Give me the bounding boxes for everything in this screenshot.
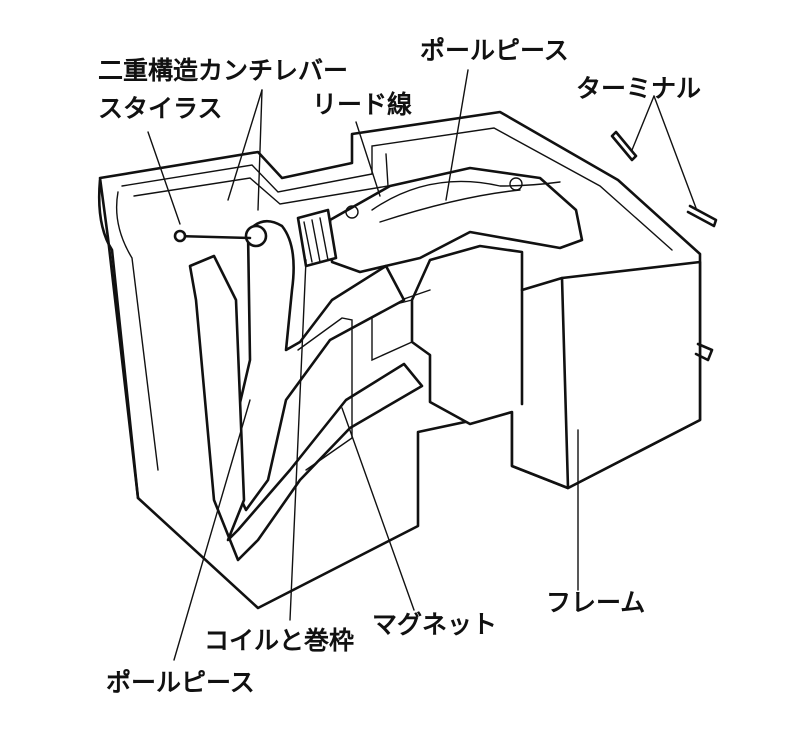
label-coil-bobbin: コイルと巻枠 [204,626,355,655]
label-stylus: スタイラス [98,94,223,123]
label-terminal: ターミナル [576,74,702,103]
frame-right-block [410,244,702,490]
lead-wires [371,180,561,223]
frame-left-wall [97,178,140,500]
stylus-rod [174,234,252,240]
magnet-block [297,317,353,471]
label-double-cantilever: 二重構造カンチレバー [98,56,349,85]
frame-inner-rim [121,127,673,251]
label-magnet: マグネット [372,610,498,639]
frame-rim-edge [133,153,389,205]
coil-bobbin [296,208,338,268]
armature-body [230,219,406,512]
label-frame: フレーム [546,588,646,617]
pole-piece-hole [345,205,359,219]
pole-piece-lower [188,254,424,562]
pole-piece-upper [328,166,584,274]
label-pole-piece-bottom: ポールピース [106,668,255,697]
cantilever-tip [244,224,268,248]
leader-lines [147,69,697,661]
terminal-pins [610,130,718,362]
terminal-socket [509,177,523,191]
label-pole-piece-top: ポールピース [420,36,569,65]
frame-left-wall-inner [115,191,159,471]
label-lead-wire: リード線 [312,90,413,119]
stylus-tip [173,229,187,243]
frame-right-block-edge [520,276,570,490]
